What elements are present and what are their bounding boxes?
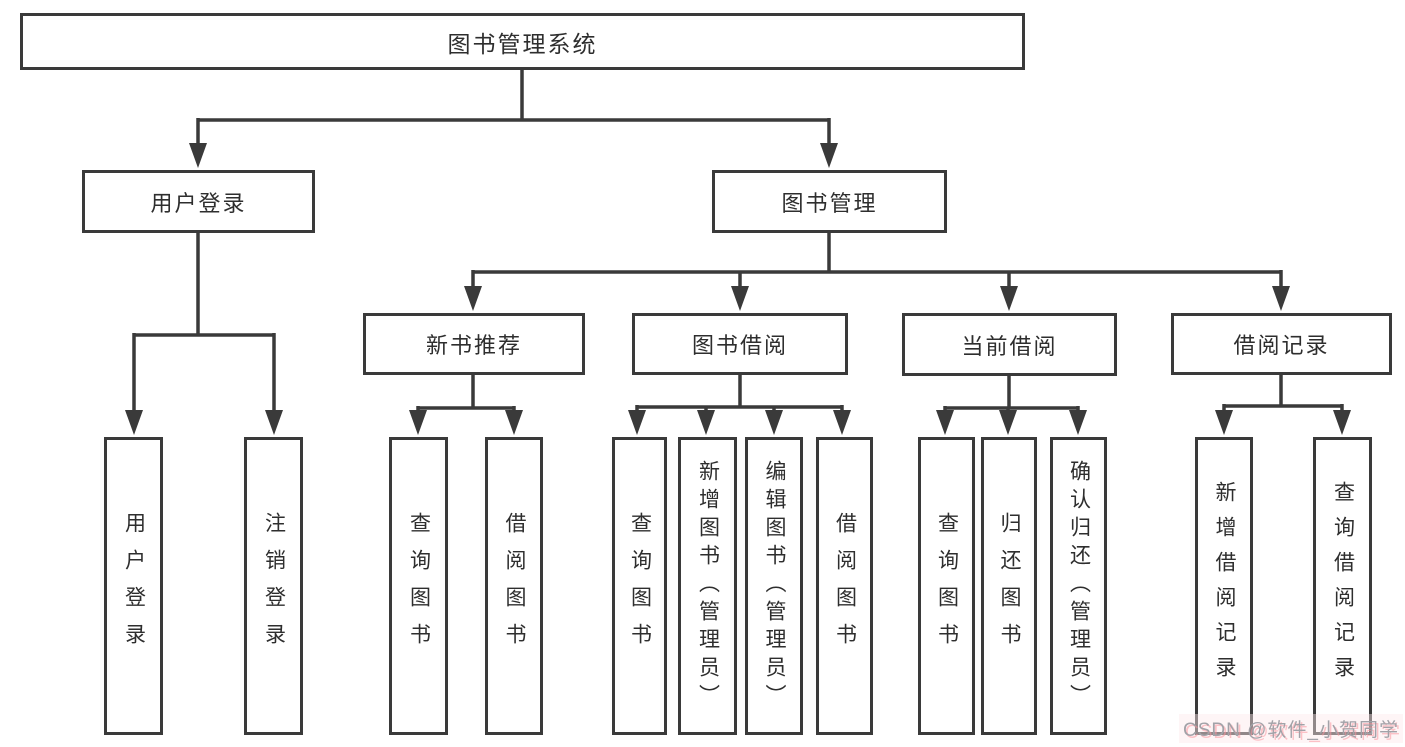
leaf-user-login: 用户登录 [104, 437, 163, 735]
node-label: 图书管理 [781, 190, 878, 216]
leaf-edit-books-admin: 编辑图书（管理员） [745, 437, 803, 735]
node-label: 当前借阅 [961, 333, 1058, 359]
arrowhead [265, 410, 283, 435]
arrowhead [697, 410, 715, 435]
node-label: 借阅图书 [833, 512, 857, 660]
csdn-watermark: CSDN @软件_小贺同学 [1179, 714, 1403, 743]
arrowhead [731, 286, 749, 311]
leaf-return-books: 归还图书 [981, 437, 1037, 735]
node-label: 查询图书 [628, 512, 652, 660]
connector-new-book [416, 375, 516, 417]
arrowhead [936, 410, 954, 435]
node-label: 借阅记录 [1233, 333, 1330, 358]
connector-records [1222, 375, 1344, 417]
arrowhead [1000, 286, 1018, 311]
arrowhead [464, 286, 482, 311]
arrowhead [765, 410, 783, 435]
connector-user-login [132, 233, 276, 417]
node-book-borrowing: 图书借阅 [632, 313, 848, 375]
node-label: 编辑图书（管理员） [763, 460, 786, 712]
arrowhead [1333, 410, 1351, 435]
node-new-book-recommend: 新书推荐 [363, 313, 585, 375]
arrowheads [125, 143, 1351, 435]
node-label: 注销登录 [262, 512, 286, 660]
leaf-borrow-books: 借阅图书 [816, 437, 873, 735]
node-user-login-branch: 用户登录 [82, 170, 315, 233]
node-label: 新书推荐 [425, 333, 522, 358]
leaf-newbook-query-books: 查询图书 [389, 437, 448, 735]
leaf-borrow-query-books: 查询图书 [612, 437, 667, 735]
node-label: 用户登录 [122, 512, 146, 660]
arrowhead [1272, 286, 1290, 311]
node-book-management-branch: 图书管理 [712, 170, 947, 233]
connector-borrow [635, 375, 844, 417]
leaf-logout: 注销登录 [244, 437, 303, 735]
arrowhead [999, 410, 1017, 435]
node-current-borrowing: 当前借阅 [902, 313, 1117, 376]
leaf-confirm-return-admin: 确认归还（管理员） [1050, 437, 1107, 735]
leaf-newbook-borrow-books: 借阅图书 [485, 437, 543, 735]
arrowhead [820, 143, 838, 168]
node-label: 借阅图书 [503, 512, 526, 660]
node-label: 确认归还（管理员） [1067, 460, 1091, 712]
arrowhead [189, 143, 207, 168]
arrowhead [505, 410, 523, 435]
arrowhead [833, 410, 851, 435]
node-label: 用户登录 [150, 190, 247, 216]
arrowhead [1215, 410, 1233, 435]
node-system-root: 图书管理系统 [20, 13, 1025, 70]
node-label: 图书管理系统 [447, 30, 598, 57]
node-label: 查询图书 [407, 512, 431, 660]
node-label: 归还图书 [998, 512, 1021, 660]
node-borrowing-records: 借阅记录 [1171, 313, 1392, 375]
node-label: 查询图书 [935, 512, 959, 660]
node-label: 新增借阅记录 [1213, 481, 1236, 691]
connector-root [196, 69, 831, 150]
connector-book-mgmt [471, 233, 1283, 293]
node-label: 图书借阅 [691, 333, 788, 358]
node-label: 新增图书（管理员） [696, 460, 720, 712]
leaf-add-books-admin: 新增图书（管理员） [678, 437, 737, 735]
leaf-query-borrow-record: 查询借阅记录 [1313, 437, 1372, 735]
arrowhead [1069, 410, 1087, 435]
node-label: 查询借阅记录 [1331, 481, 1355, 691]
leaf-current-query-books: 查询图书 [918, 437, 975, 735]
arrowhead [125, 410, 143, 435]
arrowhead [628, 410, 646, 435]
arrowhead [409, 410, 427, 435]
leaf-add-borrow-record: 新增借阅记录 [1195, 437, 1253, 735]
